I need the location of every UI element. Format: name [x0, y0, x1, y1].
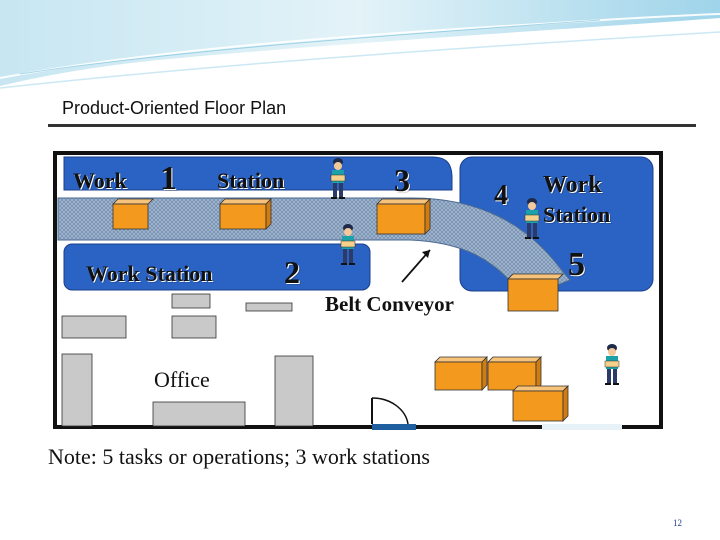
ws2-label: Work Station	[86, 261, 213, 286]
belt-conveyor-label: Belt Conveyor	[325, 292, 454, 316]
machine-2	[219, 198, 272, 230]
machine-3	[376, 198, 431, 235]
machine-6	[487, 356, 542, 391]
floor-plan	[50, 148, 666, 432]
header-swoosh-decoration	[0, 0, 720, 89]
ws3-station-label: Station	[543, 202, 611, 227]
machine-4	[507, 273, 564, 312]
ws3-work-label: Work	[543, 172, 602, 198]
task-number-1: 1	[160, 160, 177, 197]
machine-7	[512, 385, 569, 422]
task-number-5: 5	[568, 246, 585, 283]
arrow-icon	[401, 249, 431, 283]
machine-5	[434, 356, 488, 391]
task-number-4: 4	[494, 180, 508, 211]
office-label: Office	[154, 367, 210, 392]
ws1-work-label: Work	[73, 168, 127, 193]
work-station-1-area	[63, 156, 453, 191]
task-number-3: 3	[394, 162, 410, 198]
machine-1	[112, 198, 154, 230]
ws1-station-label: Station	[217, 168, 285, 193]
conveyor-belt	[57, 197, 571, 299]
page-number: 12	[673, 518, 682, 528]
door-icon	[371, 397, 416, 430]
footnote: Note: 5 tasks or operations; 3 work stat…	[48, 444, 430, 469]
work-station-2-area	[63, 243, 371, 291]
office-furniture	[61, 293, 314, 427]
slide-title: Product-Oriented Floor Plan	[62, 98, 287, 118]
task-number-2: 2	[284, 254, 300, 290]
title-underline	[48, 124, 696, 127]
doorway-opening	[542, 424, 622, 430]
